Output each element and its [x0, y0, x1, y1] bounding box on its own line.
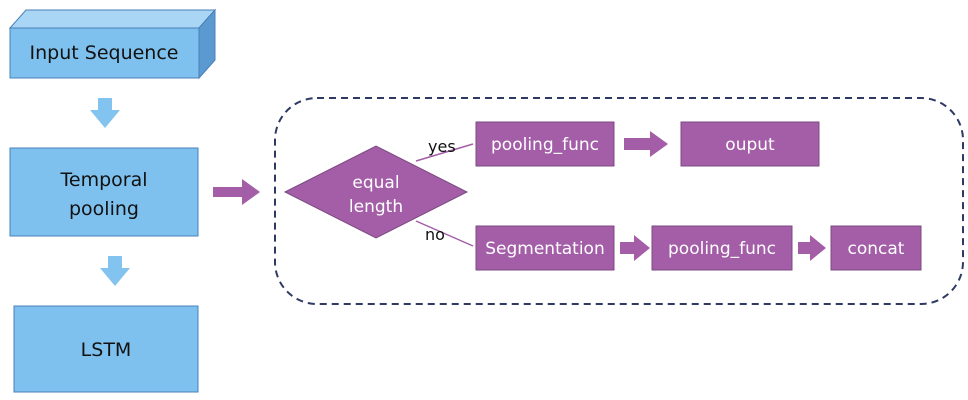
- segmentation-node: Segmentation: [475, 225, 615, 271]
- segmentation-label: Segmentation: [485, 239, 604, 259]
- pooling-func-no-box: [651, 225, 793, 271]
- temporal-pooling-label-line2: pooling: [69, 198, 139, 220]
- pooling-func-no-node: pooling_func: [651, 225, 793, 271]
- pooling-func-yes-node: pooling_func: [475, 121, 615, 167]
- input-sequence-node: Input Sequence: [8, 8, 217, 80]
- down-arrow-1: [90, 98, 120, 128]
- lstm-label: LSTM: [81, 339, 132, 361]
- arrow-to-detail: [213, 179, 260, 205]
- down-arrow-2: [100, 256, 130, 286]
- output-label: ouput: [725, 135, 775, 155]
- lstm-box: [13, 305, 199, 393]
- yes-connector: [415, 143, 474, 162]
- concat-node: concat: [830, 225, 922, 271]
- concat-label: concat: [848, 239, 905, 259]
- no-label: no: [425, 225, 445, 244]
- concat-box: [830, 225, 922, 271]
- segmentation-box: [475, 225, 615, 271]
- temporal-pooling-node: Temporal pooling: [9, 147, 199, 237]
- output-box: [680, 121, 820, 167]
- pooling-func-no-label: pooling_func: [668, 239, 776, 259]
- yes-label: yes: [428, 137, 456, 156]
- output-node: ouput: [680, 121, 820, 167]
- temporal-pooling-detail-container: [274, 97, 964, 305]
- arrow-pooling-to-output: [624, 131, 668, 157]
- arrow-pooling-to-concat: [798, 235, 826, 261]
- lstm-node: LSTM: [13, 305, 199, 393]
- pooling-func-yes-box: [475, 121, 615, 167]
- input-sequence-label: Input Sequence: [30, 42, 179, 64]
- pooling-func-yes-label: pooling_func: [491, 135, 599, 155]
- input-sequence-box: [9, 27, 200, 79]
- input-sequence-top-face: [8, 9, 217, 29]
- equal-length-diamond: [283, 145, 469, 239]
- no-connector: [415, 220, 474, 247]
- decision-label-line1: equal: [352, 173, 399, 193]
- temporal-pooling-label-line1: Temporal: [60, 169, 148, 191]
- decision-label-line2: length: [349, 197, 403, 217]
- equal-length-decision: equal length: [283, 145, 469, 239]
- arrow-segmentation-to-pooling: [620, 235, 650, 261]
- temporal-pooling-box: [9, 147, 199, 237]
